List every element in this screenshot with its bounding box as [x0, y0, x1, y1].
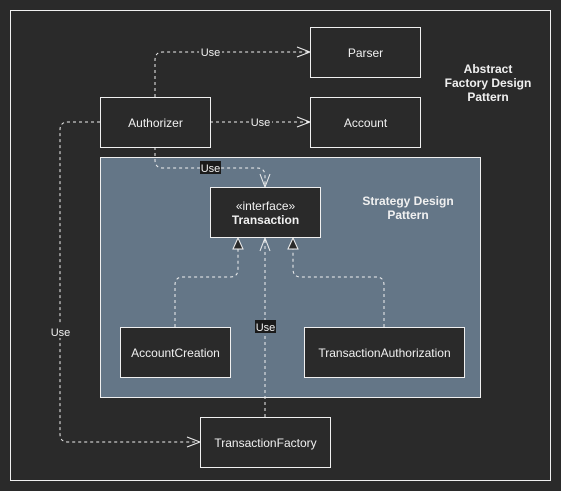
strategy-note-line-2: Pattern [387, 208, 428, 222]
transaction-factory-class-box[interactable] [200, 417, 331, 468]
transaction-name-label: Transaction [232, 213, 299, 227]
diagram-frame [10, 10, 551, 481]
edge-label-authorizer-account: Use [251, 117, 271, 129]
transaction-authorization-class-box[interactable] [304, 327, 465, 378]
parser-label: Parser [348, 46, 383, 60]
authorizer-class-box[interactable] [100, 97, 211, 148]
authorizer-label: Authorizer [128, 116, 183, 130]
abstract-factory-note-line-3: Pattern [467, 90, 508, 104]
account-class-box[interactable] [310, 97, 421, 148]
edge-transactionauthorization-transaction [287, 236, 385, 327]
edge-label-authorizer-transaction: Use [201, 163, 221, 175]
edge-authorizer-parser [154, 46, 312, 97]
edge-label-factory-transaction: Use [256, 322, 276, 334]
transaction-interface-box[interactable] [210, 187, 321, 238]
edge-accountcreation-transaction [174, 236, 244, 327]
edge-label-authorizer-parser: Use [201, 47, 221, 59]
transaction-stereotype-label: «interface» [236, 199, 296, 213]
transaction-authorization-label: TransactionAuthorization [318, 346, 450, 360]
strategy-note-line-1: Strategy Design [362, 194, 453, 208]
account-creation-label: AccountCreation [131, 346, 220, 360]
account-label: Account [344, 116, 388, 130]
edge-label-authorizer-factory: Use [51, 327, 71, 339]
transaction-factory-label: TransactionFactory [214, 436, 316, 450]
account-creation-class-box[interactable] [120, 327, 231, 378]
abstract-factory-note-line-1: Abstract [464, 62, 513, 76]
parser-class-box[interactable] [310, 27, 421, 78]
abstract-factory-note-line-2: Factory Design [445, 76, 532, 90]
